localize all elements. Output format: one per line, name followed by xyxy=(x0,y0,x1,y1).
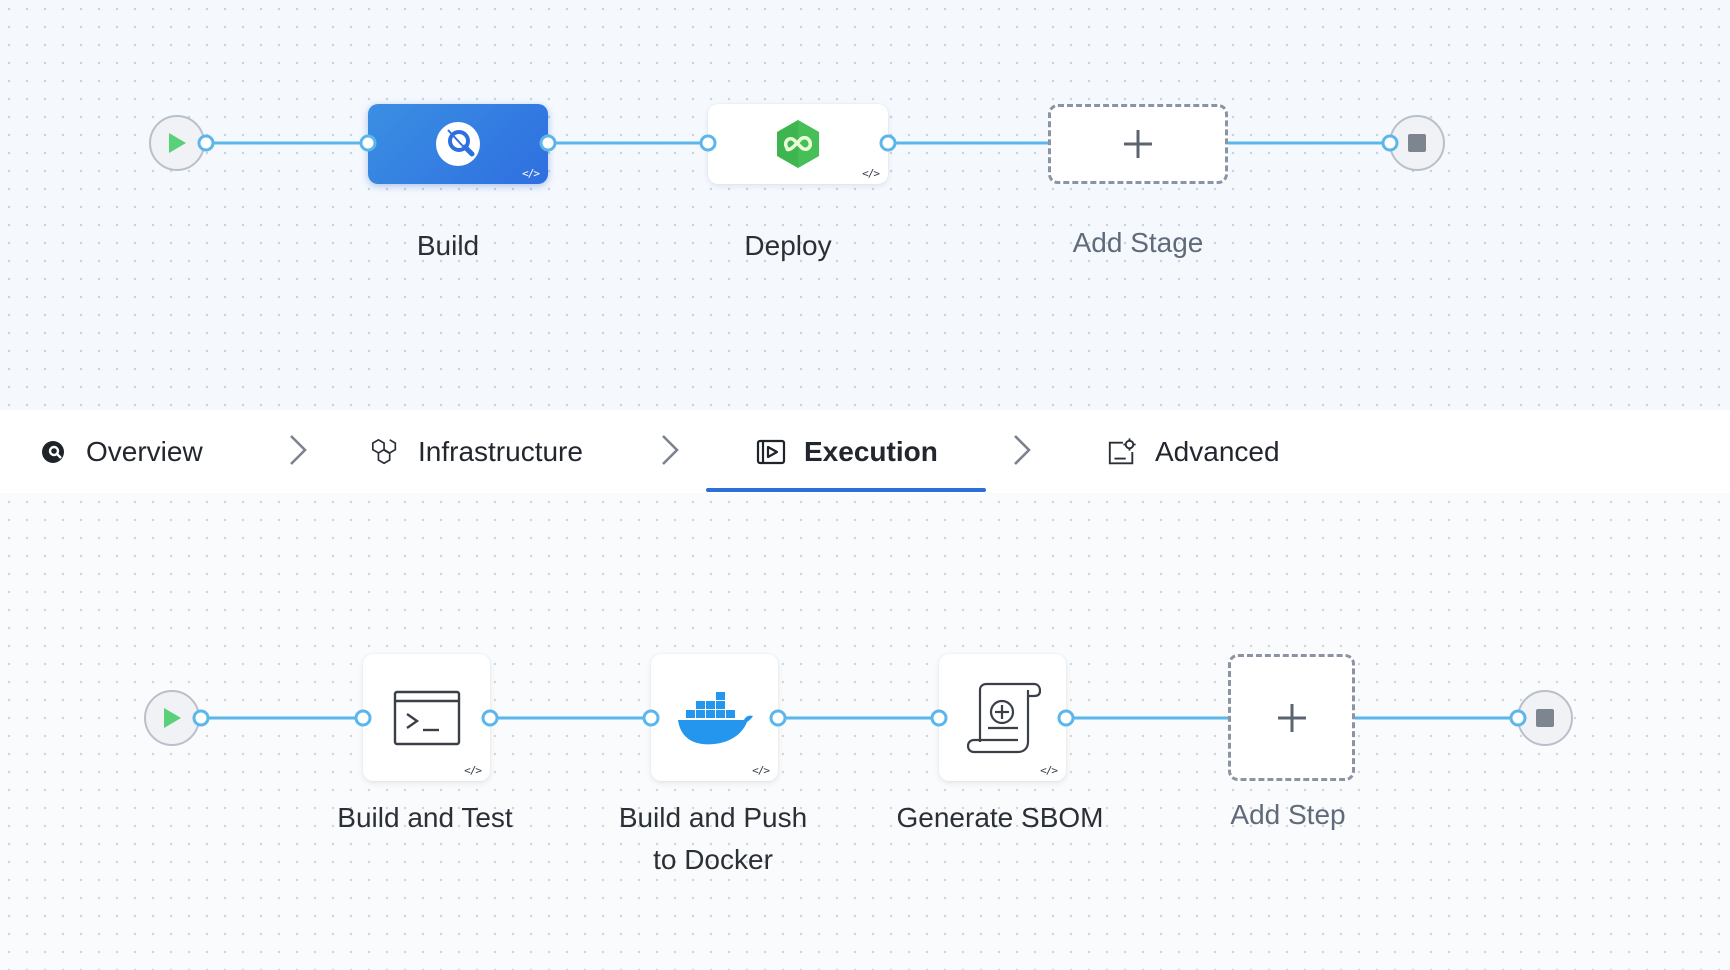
step-build-and-test-card[interactable]: </> xyxy=(363,654,490,781)
infrastructure-icon xyxy=(370,437,400,467)
yaml-code-icon: </> xyxy=(752,764,770,777)
tab-execution[interactable]: Execution xyxy=(756,410,938,493)
step-generate-sbom-label: Generate SBOM xyxy=(896,802,1104,833)
step-generate-sbom-card[interactable]: </> xyxy=(939,654,1066,781)
chevron-right-icon xyxy=(290,435,307,465)
step-docker-card[interactable]: </> xyxy=(651,654,778,781)
yaml-code-icon: </> xyxy=(522,167,540,180)
yaml-code-icon: </> xyxy=(1040,764,1058,777)
docker-icon xyxy=(677,691,753,744)
play-icon xyxy=(164,708,181,728)
step-docker-label-line1: Build and Push xyxy=(618,802,808,833)
tab-overview-label: Overview xyxy=(86,435,203,467)
stage-build-label: Build xyxy=(416,230,480,261)
add-step-button[interactable] xyxy=(1228,654,1355,781)
stage-build-card[interactable]: </> xyxy=(368,104,548,184)
advanced-settings-icon xyxy=(1107,437,1137,467)
chevron-right-icon xyxy=(1014,435,1031,465)
terminal-icon xyxy=(393,690,460,745)
stage-ports xyxy=(197,134,1399,152)
yaml-code-icon: </> xyxy=(862,167,880,180)
ci-build-icon xyxy=(436,122,480,166)
tab-advanced[interactable]: Advanced xyxy=(1107,410,1280,493)
stage-deploy-card[interactable]: </> xyxy=(708,104,888,184)
tab-infrastructure[interactable]: Infrastructure xyxy=(370,410,583,493)
stage-connectors xyxy=(206,141,1390,145)
sbom-scroll-icon xyxy=(966,682,1041,753)
step-build-and-test-label: Build and Test xyxy=(337,802,513,833)
tab-execution-label: Execution xyxy=(804,435,938,467)
cd-deploy-icon xyxy=(777,120,819,168)
yaml-code-icon: </> xyxy=(464,764,482,777)
step-docker-label-line2: to Docker xyxy=(653,844,773,875)
stop-icon xyxy=(1408,134,1426,152)
active-tab-indicator xyxy=(706,488,986,492)
execution-icon xyxy=(756,437,786,467)
add-stage-button[interactable] xyxy=(1048,104,1228,184)
plus-icon xyxy=(1124,130,1152,158)
execution-step-canvas xyxy=(0,493,1730,970)
tab-overview[interactable]: Overview xyxy=(38,410,203,493)
execution-start-node xyxy=(144,690,200,746)
chevron-right-icon xyxy=(662,435,679,465)
stage-deploy-label: Deploy xyxy=(744,230,832,261)
plus-icon xyxy=(1277,703,1306,732)
overview-icon xyxy=(38,437,68,467)
play-icon xyxy=(169,133,186,153)
tab-advanced-label: Advanced xyxy=(1155,435,1280,467)
pipeline-stage-canvas xyxy=(0,0,1730,410)
add-stage-label[interactable]: Add Stage xyxy=(1072,227,1204,258)
stop-icon xyxy=(1536,709,1554,727)
add-step-label[interactable]: Add Step xyxy=(1230,799,1346,830)
stage-tab-bar: Overview Infrastructure Execution xyxy=(0,410,1730,494)
tab-infrastructure-label: Infrastructure xyxy=(418,435,583,467)
